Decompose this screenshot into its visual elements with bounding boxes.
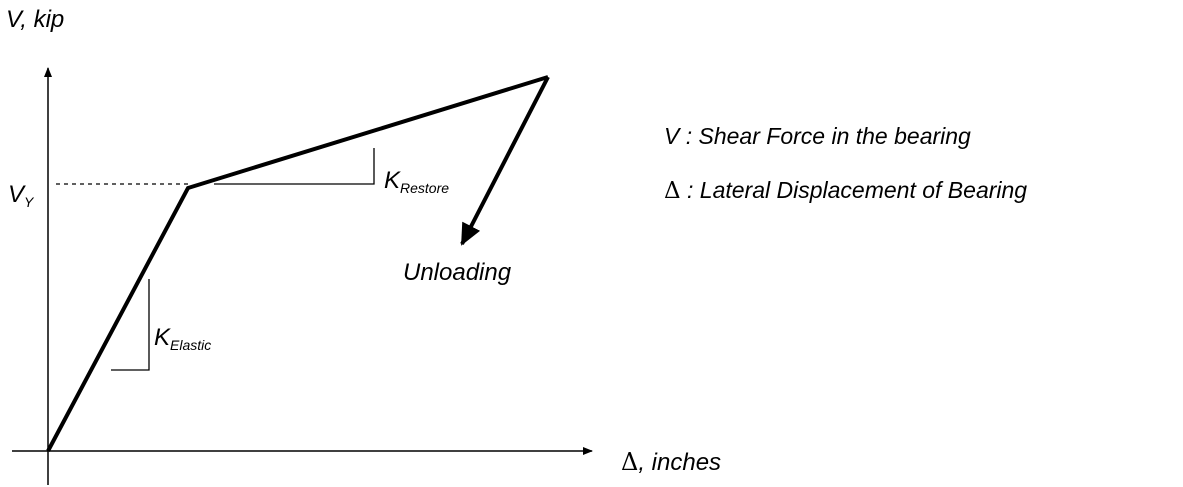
k-elastic-label: KElastic — [154, 324, 211, 353]
delta-symbol: Δ — [621, 448, 638, 476]
k-restore-label: KRestore — [384, 167, 449, 196]
y-axis-label: V, kip — [6, 6, 64, 33]
unloading-label: Unloading — [403, 259, 512, 286]
legend-shear-force: V : Shear Force in the bearing — [664, 123, 971, 149]
unloading-arrow — [460, 76, 550, 246]
x-axis-label: Δ, inches — [621, 448, 721, 476]
k-restore-slope-triangle — [214, 148, 375, 185]
delta-symbol: Δ — [664, 178, 681, 204]
k-elastic-slope-triangle — [111, 279, 150, 371]
yield-force-label: VY — [8, 181, 35, 210]
legend-lateral-displacement: Δ : Lateral Displacement of Bearing — [664, 177, 1027, 204]
bilinear-curve — [46, 75, 549, 452]
